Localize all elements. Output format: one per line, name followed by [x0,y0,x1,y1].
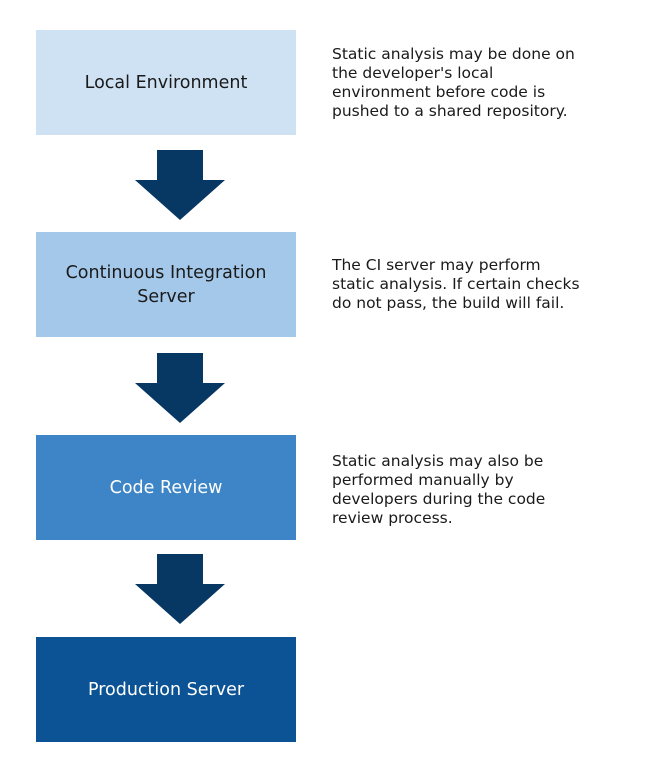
stage-local-environment: Local Environment [36,30,296,135]
stage-code-review: Code Review [36,435,296,540]
down-arrow-icon [135,353,225,423]
stage-production-server: Production Server [36,637,296,742]
stage-note-continuous-integration: The CI server may perform static analysi… [332,256,580,312]
stage-label: Production Server [87,679,245,700]
down-arrow-icon [135,554,225,624]
stage-label: Code Review [109,477,223,498]
stage-continuous-integration-server: Continuous Integration Server [36,232,296,337]
stage-note-local-environment: Static analysis may be done on the devel… [332,45,575,120]
stage-note-code-review: Static analysis may also be performed ma… [332,452,546,527]
down-arrow-icon [135,150,225,220]
stage-label: Continuous Integration Server [65,262,267,307]
stage-label: Local Environment [84,72,248,93]
